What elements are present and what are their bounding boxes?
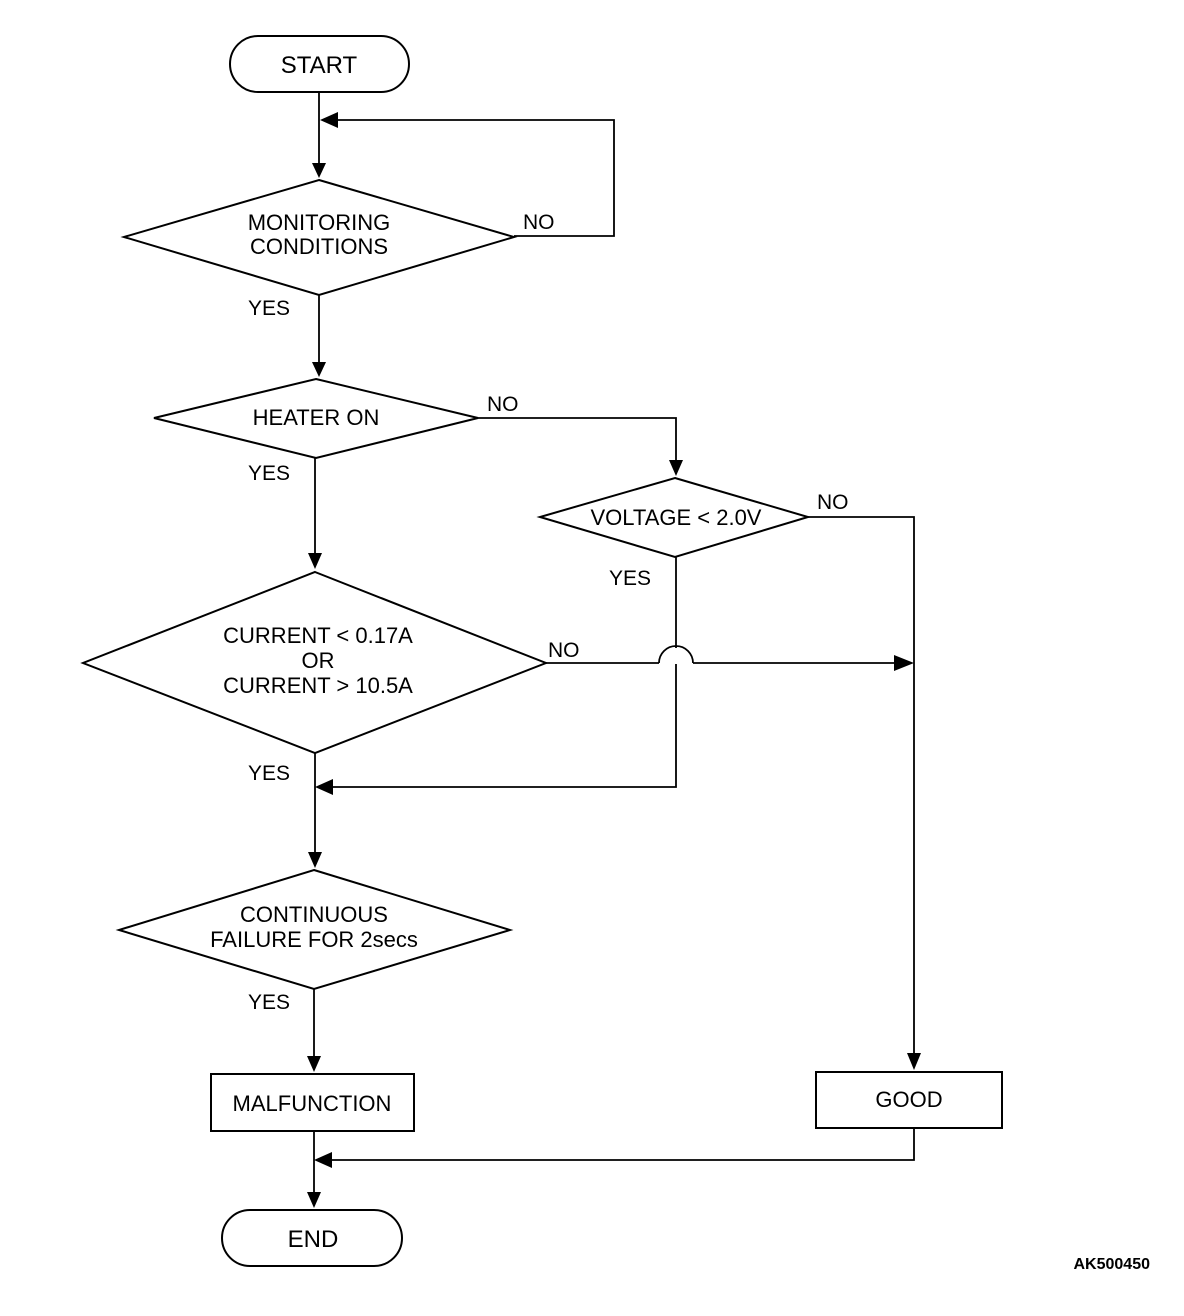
end-label: END (288, 1226, 339, 1253)
voltage-decision (536, 476, 812, 559)
current-yes-label: YES (248, 762, 290, 785)
current-label-line2: OR (302, 648, 335, 673)
connector-heater-no-to-voltage (478, 417, 677, 465)
voltage-label: VOLTAGE < 2.0V (591, 505, 762, 530)
arrowhead-continuous (308, 852, 322, 868)
monitoring-no-label: NO (523, 211, 555, 234)
start-terminal (229, 35, 410, 93)
figure-id: AK500450 (1074, 1256, 1151, 1273)
arrowhead-rail-join (894, 655, 914, 671)
connector-voltage-yes-lower (333, 664, 677, 788)
continuous-label-line2: FAILURE FOR 2secs (210, 927, 418, 952)
heater-no-label: NO (487, 393, 519, 416)
current-label-line1: CURRENT < 0.17A (223, 623, 413, 648)
continuous-failure-decision (115, 868, 514, 991)
arrowhead-malfunction (307, 1056, 321, 1072)
arrowhead-voltage (669, 460, 683, 476)
malfunction-label: MALFUNCTION (233, 1091, 392, 1116)
start-label: START (281, 52, 358, 79)
arrowhead-heater (312, 362, 326, 377)
current-decision (80, 570, 549, 755)
connector-good-to-end (332, 1128, 915, 1161)
arrowhead-loop-return (320, 112, 338, 128)
good-label: GOOD (875, 1087, 942, 1112)
current-no-label: NO (548, 639, 580, 662)
voltage-yes-label: YES (609, 567, 651, 590)
malfunction-box (210, 1073, 415, 1132)
current-label-line3: CURRENT > 10.5A (223, 673, 413, 698)
connector-voltage-no-to-good (808, 516, 915, 1058)
connector-monitoring-no-loop (334, 119, 615, 237)
voltage-no-label: NO (817, 491, 849, 514)
heater-yes-label: YES (248, 462, 290, 485)
arrowhead-monitoring (312, 163, 326, 178)
arrowhead-current (308, 553, 322, 569)
good-box (815, 1071, 1003, 1129)
monitoring-label-line1: MONITORING (248, 210, 391, 235)
arrowhead-merge (315, 779, 333, 795)
arrowhead-end (307, 1192, 321, 1208)
heater-on-label: HEATER ON (253, 405, 380, 430)
continuous-label-line1: CONTINUOUS (240, 902, 388, 927)
monitoring-label-line2: CONDITIONS (250, 234, 388, 259)
end-terminal (221, 1209, 403, 1267)
monitoring-conditions-decision (120, 178, 518, 297)
continuous-yes-label: YES (248, 991, 290, 1014)
heater-on-decision (153, 377, 479, 460)
arrowhead-good-merge (314, 1152, 332, 1168)
arrowhead-good (907, 1053, 921, 1070)
monitoring-yes-label: YES (248, 297, 290, 320)
crossover-hop (658, 645, 694, 664)
